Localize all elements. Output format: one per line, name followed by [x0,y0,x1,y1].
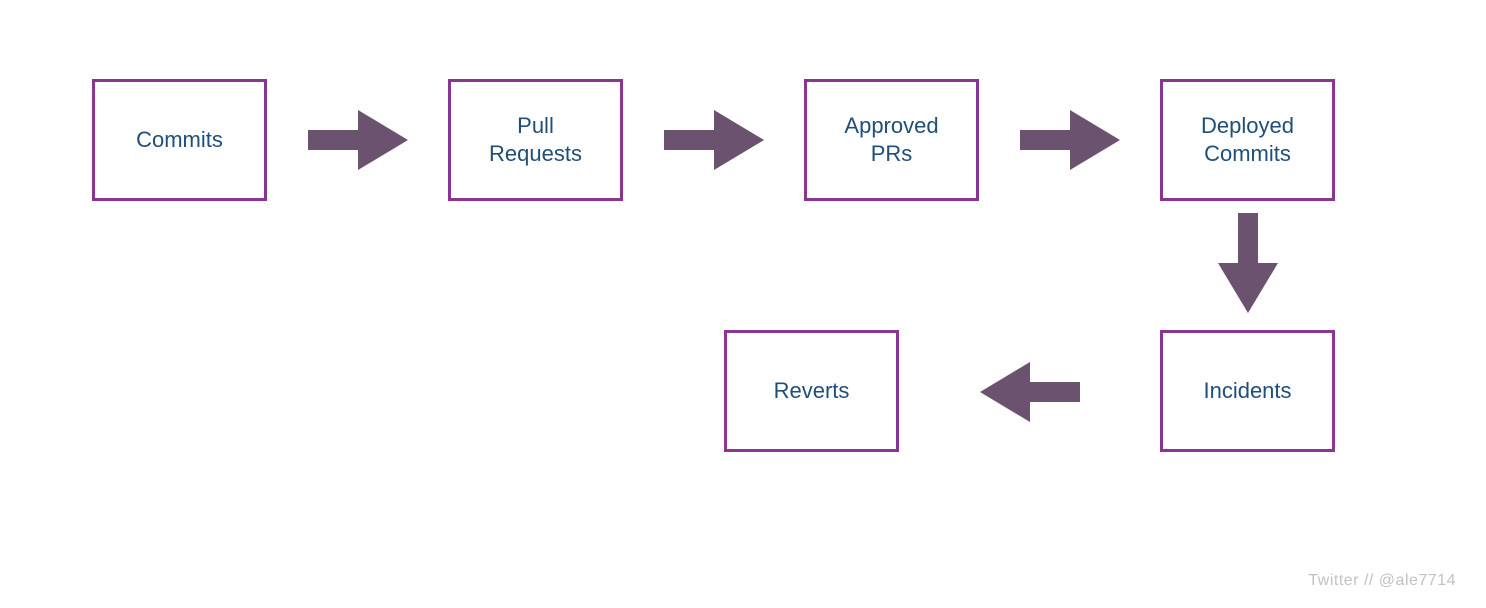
node-deployed-commits: Deployed Commits [1160,79,1335,201]
node-reverts-label: Reverts [773,378,850,403]
node-incidents-label: Incidents [1203,378,1292,403]
arrow-down-icon [1218,213,1278,313]
node-commits: Commits [92,79,267,201]
arrow-right-icon [308,110,408,170]
node-commits-label: Commits [136,127,223,152]
node-pull-requests: Pull Requests [448,79,623,201]
node-approved-prs: Approved PRs [804,79,979,201]
credit-watermark: Twitter // @ale7714 [1308,572,1456,589]
node-reverts: Reverts [724,330,899,452]
arrow-right-icon [1020,110,1120,170]
arrow-left-icon [980,362,1080,422]
node-incidents: Incidents [1160,330,1335,452]
node-pull-requests-label: Pull Requests [489,113,582,166]
node-approved-prs-label: Approved PRs [844,113,939,166]
node-deployed-commits-label: Deployed Commits [1201,113,1294,166]
arrow-right-icon [664,110,764,170]
